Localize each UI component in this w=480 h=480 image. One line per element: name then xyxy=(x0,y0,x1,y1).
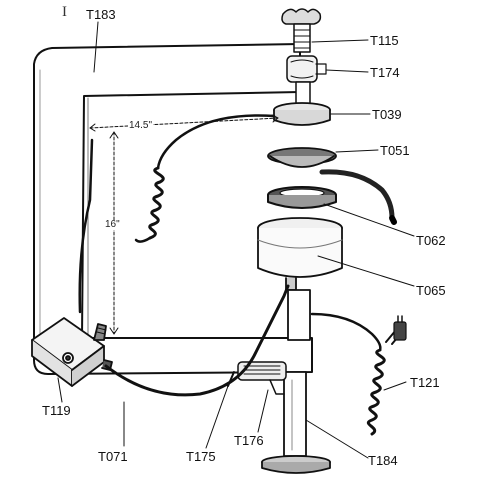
label-t062: T062 xyxy=(416,233,446,248)
lower-column xyxy=(261,289,331,474)
text-cursor-icon: I xyxy=(62,4,67,20)
label-t174: T174 xyxy=(370,65,400,80)
dimension-width-label: 14.5" xyxy=(128,120,154,131)
upper-stem xyxy=(295,81,311,105)
dimension-height xyxy=(109,131,119,335)
handwheel xyxy=(281,8,322,53)
label-t175: T175 xyxy=(186,449,216,464)
lower-platen xyxy=(257,217,343,291)
controller-box xyxy=(31,317,113,387)
label-t071: T071 xyxy=(98,449,128,464)
clamp-collar xyxy=(286,55,327,83)
dimension-width xyxy=(89,114,279,132)
label-t176: T176 xyxy=(234,433,264,448)
label-t183: T183 xyxy=(86,7,116,22)
dimension-height-label: 16" xyxy=(104,219,121,230)
upper-platen xyxy=(273,102,331,126)
label-t121: T121 xyxy=(410,375,440,390)
leader-lines xyxy=(57,21,415,459)
label-t051: T051 xyxy=(380,143,410,158)
label-t184: T184 xyxy=(368,453,398,468)
label-t115: T115 xyxy=(370,33,399,48)
label-t119: T119 xyxy=(42,403,71,418)
release-clamp xyxy=(227,361,287,395)
lower-heating-element xyxy=(267,186,337,209)
lower-coiled-cord xyxy=(310,312,407,436)
label-t065: T065 xyxy=(416,283,446,298)
silicone-pad xyxy=(267,147,397,225)
upper-coiled-cord xyxy=(134,114,276,243)
c-frame xyxy=(33,43,313,375)
label-t039: T039 xyxy=(372,107,402,122)
main-cable xyxy=(78,138,290,397)
